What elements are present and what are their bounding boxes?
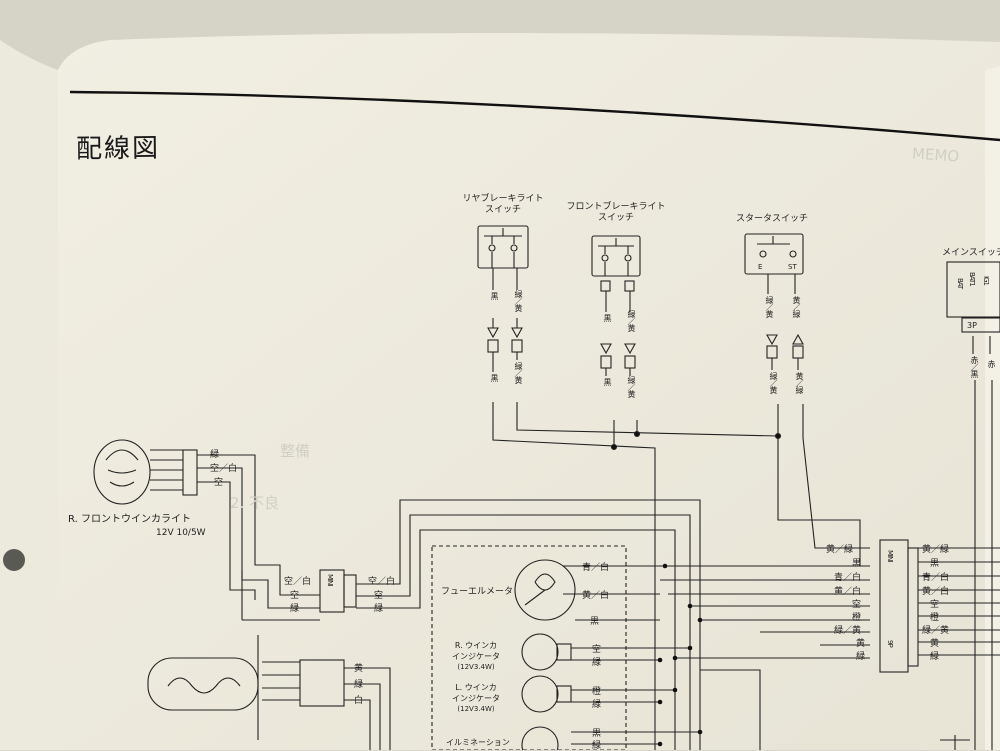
- front-winker-label: R. フロントウインカライト: [68, 514, 191, 525]
- illumination-wire-2: 緑: [592, 741, 602, 751]
- l-indicator-line1: L. ウインカ: [455, 683, 497, 692]
- rear-brake-wire-bottom-1: 黒: [490, 374, 499, 381]
- front-brake-wire-bottom-1: 黒: [603, 378, 612, 385]
- main-terminal-ig1: IG1: [982, 276, 990, 285]
- illumination-label: イルミネーション: [446, 738, 510, 747]
- main-terminal-bat1: BAT1: [968, 272, 976, 286]
- fuel-wire-2: 黄／白: [582, 591, 610, 601]
- mini-right-right-9: 緑: [930, 652, 940, 662]
- front-brake-switch-line2: スイッチ: [597, 213, 634, 223]
- mini-right-left-9: 緑: [856, 652, 866, 662]
- rear-brake-wire-top-1: 黒: [490, 292, 499, 299]
- winker-left-in-3: 緑: [290, 604, 300, 614]
- l-indicator-wire-1: 橙: [592, 687, 602, 697]
- main-wire-1: 赤／黒: [970, 356, 979, 377]
- front-brake-switch-line1: フロントブレーキライト: [566, 202, 666, 212]
- mini-connector-right-tag: MINI: [886, 550, 894, 562]
- illumination-wire-1: 黒: [592, 729, 602, 739]
- front-brake-wire-top-2: 緑／黄: [627, 310, 636, 331]
- mini-right-left-8: 黄: [856, 639, 866, 649]
- mini-left-wire-1: 空／白: [368, 577, 396, 587]
- r-indicator-spec: (12V3.4W): [457, 663, 495, 671]
- mini-right-left-7: 緑／黄: [834, 626, 862, 636]
- r-indicator-line1: R. ウインカ: [454, 641, 498, 650]
- r-indicator-wire-1: 空: [592, 645, 602, 655]
- front-brake-switch-label: フロントブレーキライト スイッチ: [556, 202, 676, 224]
- mini-right-right-3: 青／白: [922, 573, 950, 583]
- r-indicator-wire-2: 緑: [592, 658, 602, 668]
- mini-right-right-4: 黄／白: [922, 587, 950, 597]
- winker-left-in-1: 空／白: [284, 577, 312, 587]
- mini-right-right-8: 黄: [930, 639, 940, 649]
- fuel-wire-3: 黒: [590, 617, 600, 627]
- winker-left-in-2: 空: [290, 591, 300, 601]
- main-switch-label: メインスイッチ: [942, 248, 1000, 258]
- fuel-meter-label: フューエルメータ: [441, 587, 514, 597]
- headlight-wire-1: 黄: [354, 664, 364, 674]
- ghost-text-2: 2. 不良: [230, 494, 280, 512]
- page-title: 配線図: [75, 133, 161, 165]
- rear-brake-wire-top-2: 緑／黄: [514, 290, 523, 311]
- mini-left-wire-3: 緑: [374, 604, 384, 614]
- rear-brake-switch-line1: リヤブレーキライト: [462, 194, 544, 204]
- front-brake-wire-top-1: 黒: [603, 314, 612, 321]
- mini-right-right-1: 黄／緑: [922, 545, 950, 555]
- headlight-wire-2: 緑: [354, 680, 364, 690]
- mini-right-left-6: 橙: [852, 613, 862, 623]
- mini-right-right-2: 黒: [930, 559, 940, 569]
- r-indicator-line2: インジケータ: [452, 652, 500, 661]
- mini-right-left-4: 黄／白: [834, 587, 862, 597]
- main-wire-2: 赤: [987, 360, 996, 367]
- front-winker-wire-3: 空: [214, 478, 224, 488]
- starter-terminal-e: E: [758, 263, 763, 271]
- rear-brake-switch-line2: スイッチ: [484, 205, 521, 215]
- r-indicator-label: R. ウインカ インジケータ (12V3.4W): [446, 640, 506, 673]
- l-indicator-label: L. ウインカ インジケータ (12V3.4W): [446, 682, 506, 715]
- starter-terminal-st: ST: [788, 263, 797, 271]
- mini-connector-left-tag: MINI: [326, 574, 334, 586]
- fuel-wire-1: 青／白: [582, 563, 610, 573]
- page-sheet: [58, 32, 1000, 750]
- starter-wire-top-1: 緑／黄: [765, 296, 774, 317]
- mini-right-right-6: 橙: [930, 613, 940, 623]
- ghost-text-1: 整備: [280, 442, 311, 460]
- header-rule: [69, 90, 1000, 142]
- mini-right-left-1: 黄／緑: [826, 545, 854, 555]
- starter-wire-bottom-2: 黄／緑: [795, 372, 804, 393]
- mini-right-left-5: 空: [852, 600, 862, 610]
- mini-left-wire-2: 空: [374, 591, 384, 601]
- headlight-wire-3: 白: [354, 696, 364, 706]
- mini-right-left-2: 黒: [852, 559, 862, 569]
- main-terminal-bat: BAT: [956, 278, 964, 289]
- rear-brake-wire-bottom-2: 緑／黄: [514, 362, 523, 383]
- starter-switch-label: スタータスイッチ: [736, 214, 809, 224]
- rear-brake-switch-label: リヤブレーキライト スイッチ: [448, 194, 558, 216]
- front-winker-wire-1: 緑: [210, 450, 220, 460]
- mini-right-left-3: 青／白: [834, 573, 862, 583]
- main-switch-connector: 3P: [967, 321, 977, 330]
- mini-right-right-5: 空: [930, 600, 940, 610]
- left-page-edge: [0, 40, 58, 750]
- front-winker-spec: 12V 10/5W: [156, 528, 206, 538]
- front-winker-wire-2: 空／白: [210, 464, 238, 474]
- starter-wire-top-2: 黄／緑: [792, 296, 801, 317]
- binder-hole: [3, 549, 25, 571]
- front-brake-wire-bottom-2: 緑／黄: [627, 376, 636, 397]
- mini-connector-right-pin: 9P: [886, 640, 894, 647]
- mini-right-right-7: 緑／黄: [922, 626, 950, 636]
- l-indicator-wire-2: 緑: [592, 700, 602, 710]
- ghost-text-memo: MEMO: [911, 144, 960, 166]
- l-indicator-line2: インジケータ: [452, 694, 500, 703]
- l-indicator-spec: (12V3.4W): [457, 705, 495, 713]
- starter-wire-bottom-1: 緑／黄: [769, 372, 778, 393]
